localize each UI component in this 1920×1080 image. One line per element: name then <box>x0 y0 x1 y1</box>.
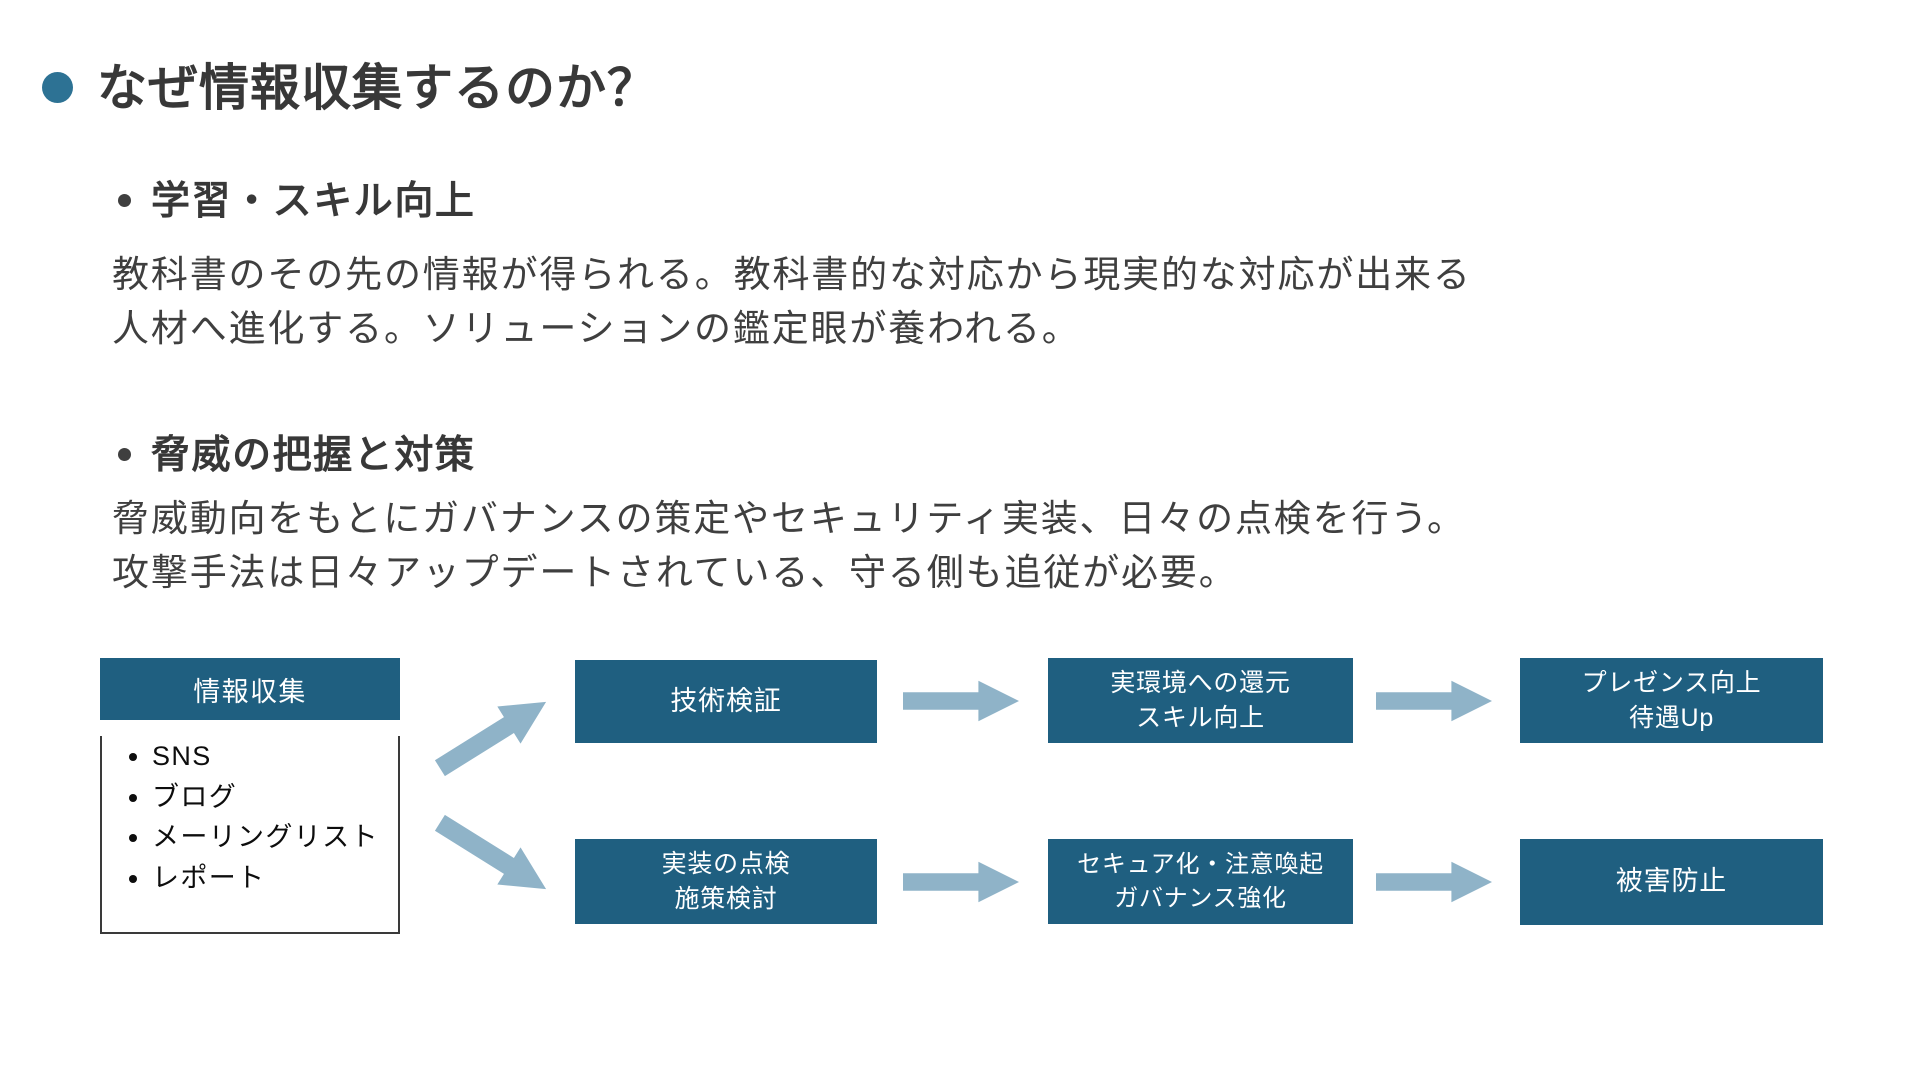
page-title: なぜ情報収集するのか？ <box>97 60 658 116</box>
section-body-threat: 脅威動向をもとにガバナンスの策定やセキュリティ実装、日々の点検を行う。 攻撃手法… <box>112 492 1466 600</box>
section-heading-threat: 脅威の把握と対策 <box>151 434 476 477</box>
arrow-right-icon <box>903 859 1019 905</box>
source-box-information-gathering: 情報収集 SNS ブログ メーリングリスト レポート <box>100 658 400 934</box>
flow-box-label: 被害防止 <box>1615 866 1728 897</box>
arrow-down-right-icon <box>421 799 565 914</box>
source-box-header: 情報収集 <box>100 658 400 720</box>
flow-box-presence-up: プレゼンス向上 待遇Up <box>1520 658 1823 743</box>
list-item: SNS <box>152 736 398 777</box>
flow-box-secure-governance: セキュア化・注意喚起 ガバナンス強化 <box>1048 839 1353 924</box>
flow-box-label: 実装の点検 <box>661 850 791 878</box>
flow-box-label: ガバナンス強化 <box>1114 884 1287 912</box>
arrow-up-right-icon <box>421 678 565 793</box>
flow-box-label: 実環境への還元 <box>1110 669 1291 697</box>
list-item: メーリングリスト <box>152 817 398 858</box>
source-box-body: SNS ブログ メーリングリスト レポート <box>100 736 400 934</box>
flow-box-label: プレゼンス向上 <box>1581 669 1762 697</box>
list-item: ブログ <box>152 777 398 818</box>
flow-box-damage-prevention: 被害防止 <box>1520 839 1823 925</box>
bullet-dot-icon <box>118 447 131 461</box>
section-heading-learning: 学習・スキル向上 <box>151 180 476 223</box>
flow-box-label: 施策検討 <box>674 884 778 913</box>
section-heading-row-threat: 脅威の把握と対策 <box>118 424 475 480</box>
body-line: 攻撃手法は日々アップデートされている、守る側も追従が必要。 <box>112 552 1238 593</box>
flow-box-implementation-check: 実装の点検 施策検討 <box>575 839 877 924</box>
body-line: 脅威動向をもとにガバナンスの策定やセキュリティ実装、日々の点検を行う。 <box>112 498 1466 539</box>
flow-box-real-env-return: 実環境への還元 スキル向上 <box>1048 658 1353 743</box>
source-list: SNS ブログ メーリングリスト レポート <box>122 736 398 898</box>
body-line: 教科書のその先の情報が得られる。教科書的な対応から現実的な対応が出来る <box>112 254 1472 295</box>
body-line: 人材へ進化する。ソリューションの鑑定眼が養われる。 <box>112 308 1081 349</box>
section-heading-row-learning: 学習・スキル向上 <box>118 170 475 226</box>
arrow-right-icon <box>1376 678 1492 724</box>
flow-box-label: セキュア化・注意喚起 <box>1077 851 1324 879</box>
list-item: レポート <box>152 858 398 899</box>
arrow-right-icon <box>903 678 1019 724</box>
title-row: なぜ情報収集するのか？ <box>42 48 658 120</box>
flow-box-label: スキル向上 <box>1136 703 1265 732</box>
bullet-dot-icon <box>118 193 131 207</box>
arrow-right-icon <box>1376 859 1492 905</box>
flow-box-tech-validation: 技術検証 <box>575 660 877 743</box>
flow-box-label: 技術検証 <box>670 685 782 716</box>
title-bullet-icon <box>42 71 73 103</box>
section-body-learning: 教科書のその先の情報が得られる。教科書的な対応から現実的な対応が出来る 人材へ進… <box>112 248 1472 356</box>
flow-box-label: 待遇Up <box>1629 703 1714 732</box>
